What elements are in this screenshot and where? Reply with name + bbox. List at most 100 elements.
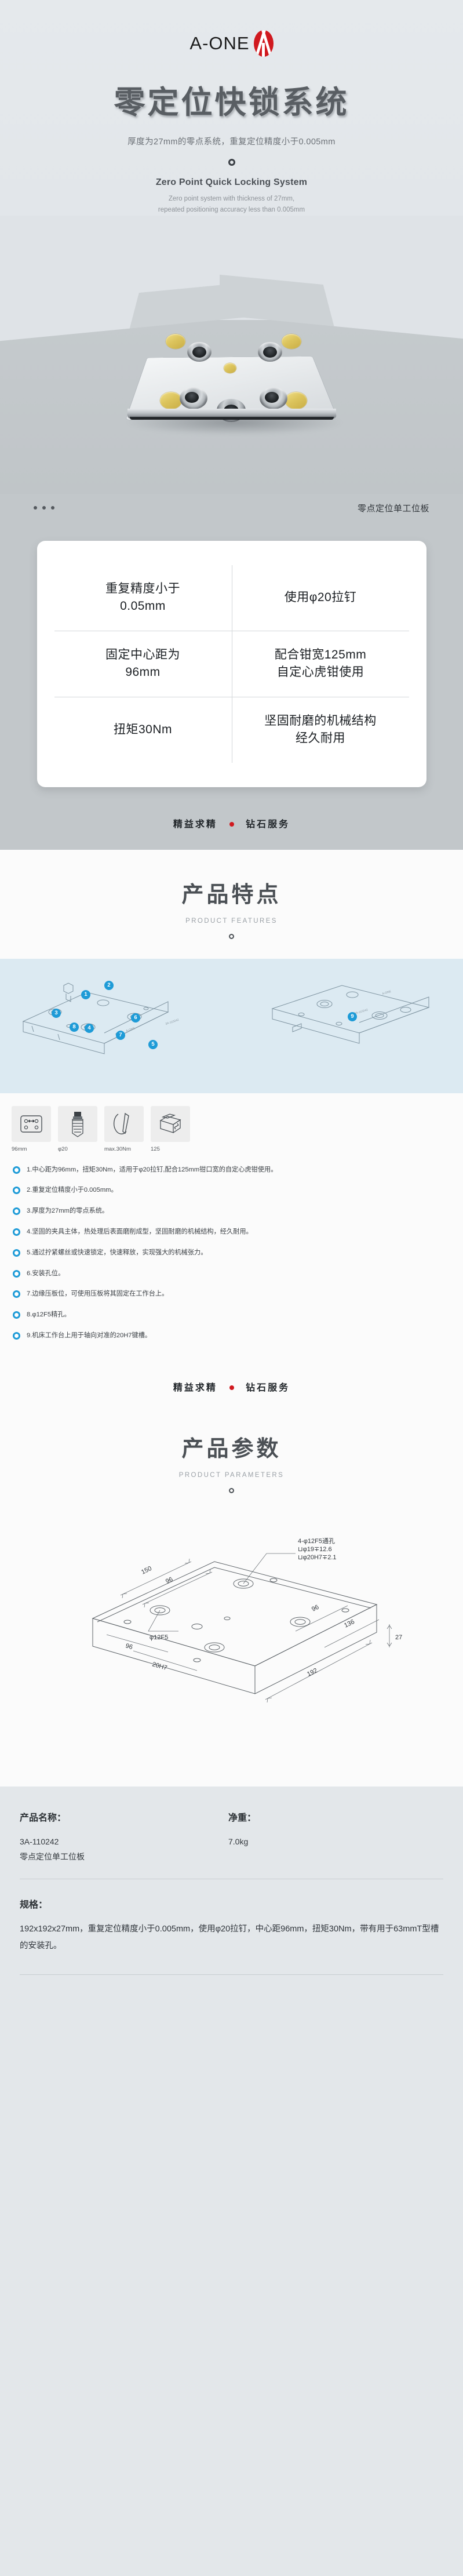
hero-english-subtitle-line2: repeated positioning accuracy less than … <box>158 206 305 213</box>
spec-cell-line: 坚固耐磨的机械结构 <box>264 714 377 727</box>
weight-value: 7.0kg <box>228 1836 249 1846</box>
feature-icon-item: max.30Nm <box>104 1105 144 1152</box>
spec-cell-line: 自定心虎钳使用 <box>276 665 364 679</box>
weight-col: 净重： 7.0kg <box>228 1810 443 1865</box>
brass-insert <box>281 333 301 349</box>
svg-text:A-ONE: A-ONE <box>382 989 392 995</box>
bullet-ring-icon <box>13 1269 20 1278</box>
product-features-section: 产品特点 PRODUCT FEATURES <box>0 849 463 1375</box>
list-item-text: 4.坚固的夹具主体，热处理后表面磨削成型，坚固耐磨的机械结构，经久耐用。 <box>27 1228 253 1235</box>
center-distance-icon <box>12 1105 51 1142</box>
list-item: 6.安装孔位。 <box>13 1269 450 1279</box>
bullet-ring-icon <box>13 1331 20 1340</box>
hero-subtitle: 厚度为27mm的零点系统，重复定位精度小于0.005mm <box>127 137 336 147</box>
dim-phi12f5: φ12F5 <box>150 1634 168 1641</box>
list-item: 5.通过拧紧螺丝或快速锁定，快速释放，实现强大的机械张力。 <box>13 1248 450 1258</box>
plate-bottom-edge <box>129 416 334 420</box>
pull-stud-icon <box>58 1105 97 1142</box>
brass-insert <box>159 391 182 409</box>
hero-english-subtitle-line1: Zero point system with thickness of 27mm… <box>168 195 295 202</box>
svg-text:A-ONE: A-ONE <box>126 1027 136 1033</box>
dim-96-left: 96 <box>125 1642 133 1651</box>
locking-hole <box>187 341 212 362</box>
photo-caption: 零点定位单工位板 <box>357 503 429 514</box>
hero-english-title: Zero Point Quick Locking System <box>155 177 308 187</box>
list-item: 3.厚度为27mm的零点系统。 <box>13 1206 450 1216</box>
brass-center-marker <box>223 362 236 373</box>
feature-list: 1.中心距为96mm，扭矩30Nm，适用于φ20拉钉,配合125mm钳口宽的自定… <box>0 1156 463 1375</box>
bullet-ring-icon <box>13 1207 20 1216</box>
product-name-value: 零点定位单工位板 <box>20 1852 85 1862</box>
dim-150: 150 <box>140 1565 153 1576</box>
svg-text:3A-110242: 3A-110242 <box>165 1018 180 1025</box>
callout-line1: 4-φ12F5通孔 <box>298 1537 335 1545</box>
ring-divider-icon <box>229 933 234 939</box>
list-item: 1.中心距为96mm，扭矩30Nm，适用于φ20拉钉,配合125mm钳口宽的自定… <box>13 1165 450 1175</box>
diagram-badge-2: 2 <box>104 980 114 990</box>
list-item-text: 1.中心距为96mm，扭矩30Nm，适用于φ20拉钉,配合125mm钳口宽的自定… <box>27 1166 278 1173</box>
list-item-text: 3.厚度为27mm的零点系统。 <box>27 1207 109 1215</box>
list-item-text: 2.重复定位精度小于0.005mm。 <box>27 1187 118 1194</box>
hero-english-subtitle: Zero point system with thickness of 27mm… <box>0 194 463 216</box>
feature-icon-item: 96mm <box>12 1105 51 1152</box>
diagram-badge-8: 8 <box>70 1022 79 1032</box>
slogan-left: 精益求精 <box>173 818 217 829</box>
feature-icon-item: 125 <box>151 1105 190 1152</box>
product-code: 3A-110242 <box>20 1836 59 1846</box>
spec-cell-line: 0.05mm <box>120 599 166 613</box>
bullet-ring-icon <box>13 1187 20 1195</box>
list-item: 4.坚固的夹具主体，热处理后表面磨削成型，坚固耐磨的机械结构，经久耐用。 <box>13 1227 450 1237</box>
dim-96-top: 96 <box>165 1576 174 1585</box>
torque-wrench-icon <box>104 1105 144 1142</box>
slogan-left: 精益求精 <box>173 1381 217 1393</box>
brand-logo: A-ONE <box>0 27 463 60</box>
technical-drawing: 150 96 96 136 27 96 20H7 192 φ12F5 4-φ12… <box>0 1493 463 1781</box>
spec-text: 192x192x27mm，重复定位精度小于0.005mm，使用φ20拉钉，中心距… <box>20 1924 439 1951</box>
spec-cell-line: 96mm <box>125 665 161 679</box>
dim-96-right: 96 <box>311 1603 320 1613</box>
callout-line3: ⊔φ20H7∓2.1 <box>298 1554 337 1561</box>
feature-icon-caption: 96mm <box>12 1145 27 1152</box>
feature-icon-caption: max.30Nm <box>104 1145 131 1152</box>
spec-summary-section: 产品名称： 3A-110242 零点定位单工位板 净重： 7.0kg 规格： 1… <box>0 1786 463 2006</box>
list-item: 9.机床工作台上用于轴向对准的20H7键槽。 <box>13 1331 450 1341</box>
spec-cell-line: 配合钳宽125mm <box>274 647 367 661</box>
diagram-badge-4: 4 <box>85 1023 94 1033</box>
weight-label: 净重： <box>228 1813 257 1823</box>
list-item-text: 6.安装孔位。 <box>27 1269 65 1277</box>
parameters-subtitle: PRODUCT PARAMETERS <box>178 1471 285 1479</box>
dim-192: 192 <box>306 1667 319 1678</box>
feature-icon-caption: 125 <box>151 1145 160 1152</box>
divider <box>20 1974 443 1975</box>
slogan-banner: 精益求精 钻石服务 <box>0 810 463 850</box>
spec-cell-line: 扭矩30Nm <box>113 722 173 736</box>
list-item: 7.边缘压板位，可使用压板将其固定在工作台上。 <box>13 1289 450 1299</box>
plate-side-edge <box>127 408 336 419</box>
dim-136: 136 <box>343 1618 356 1629</box>
slogan-right: 钻石服务 <box>246 1381 290 1393</box>
bullet-ring-icon <box>13 1166 20 1174</box>
bullet-ring-icon <box>13 1290 20 1298</box>
spec-cell-line: 经久耐用 <box>296 732 345 745</box>
features-subtitle: PRODUCT FEATURES <box>185 917 278 925</box>
list-item: 2.重复定位精度小于0.005mm。 <box>13 1185 450 1195</box>
brass-insert <box>165 333 185 349</box>
red-dot-icon <box>229 822 234 827</box>
ring-divider-icon <box>229 1487 234 1493</box>
product-name-label: 产品名称： <box>20 1813 67 1823</box>
feature-icon-caption: φ20 <box>58 1145 68 1152</box>
callout-line2: ⊔φ19∓12.6 <box>298 1546 332 1553</box>
exploded-diagram-svg: A-ONE 3A-110242 A-ONE 3A-110242 <box>22 983 430 1054</box>
locking-hole <box>259 387 287 409</box>
vise-icon <box>151 1105 190 1142</box>
list-item-text: 9.机床工作台上用于轴向对准的20H7键槽。 <box>27 1331 152 1339</box>
exploded-diagram: A-ONE 3A-110242 A-ONE 3A-110242 1 2 3 4 … <box>0 958 463 1093</box>
bullet-ring-icon <box>13 1311 20 1319</box>
product-detail-page: A-ONE 零定位快锁系统 厚度为27mm的零点系统，重复定位精度小于0.005… <box>0 0 463 2006</box>
spec-cell-line: 固定中心距为 <box>105 647 180 661</box>
feature-icon-row: 96mm φ20 <box>0 1093 463 1156</box>
spec-cell: 使用φ20拉钉 <box>231 565 409 631</box>
